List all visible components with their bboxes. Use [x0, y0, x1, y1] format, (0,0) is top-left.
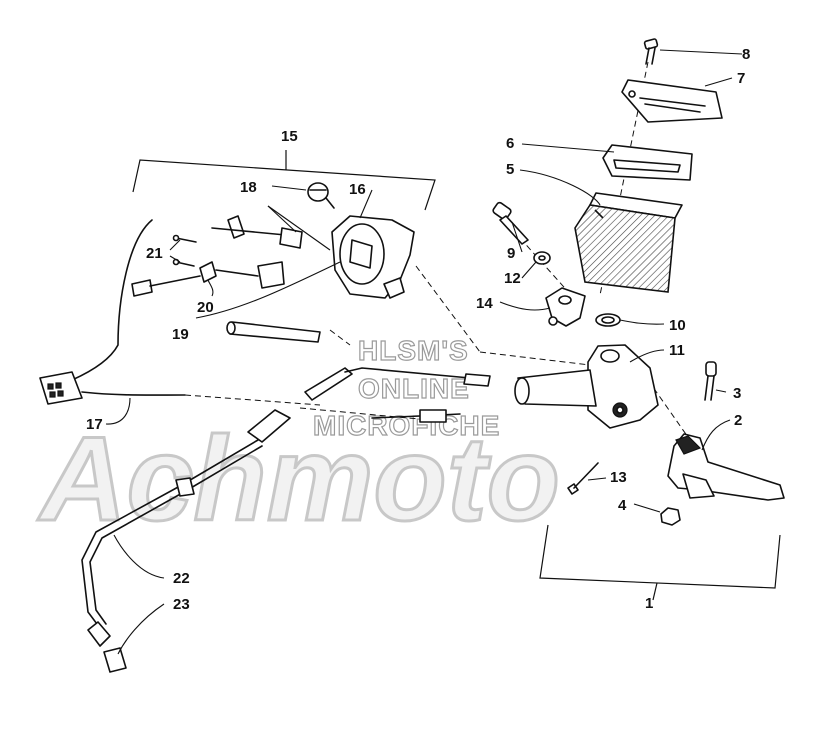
watermark-line-3: MICROFICHE — [313, 410, 500, 441]
callout-17: 17 — [86, 416, 103, 433]
callout-6: 6 — [506, 135, 514, 152]
part-21-screws — [172, 234, 197, 267]
part-3-pivot-bolt — [704, 361, 717, 401]
part-8-screw — [643, 38, 659, 65]
part-6-gasket — [602, 144, 693, 181]
callout-8: 8 — [742, 46, 750, 63]
part-16-switch-housing — [331, 215, 415, 299]
bracket-15 — [132, 159, 436, 211]
callout-13: 13 — [610, 469, 627, 486]
part-14-clamp — [545, 287, 586, 327]
callout-12: 12 — [504, 270, 521, 287]
callout-11: 11 — [669, 342, 685, 359]
part-17-harness — [39, 219, 186, 405]
part-4-nut — [660, 507, 681, 526]
callout-labels: 1 2 3 4 5 6 7 8 9 10 11 12 13 14 15 16 1… — [86, 46, 750, 613]
callout-19: 19 — [172, 326, 189, 343]
part-7-cover-plate — [621, 79, 723, 123]
callout-23: 23 — [173, 596, 190, 613]
part-18-button — [307, 182, 335, 209]
part-10-o-ring — [595, 313, 621, 327]
watermark-brand: Achmoto — [37, 412, 560, 546]
watermark-line-1: HLSM'S — [358, 335, 469, 366]
part-12-washer — [533, 251, 551, 265]
bracket-1 — [539, 524, 781, 589]
part-5-reservoir — [574, 192, 683, 293]
part-13-screw — [567, 462, 599, 495]
callout-20: 20 — [197, 299, 214, 316]
callout-2: 2 — [734, 412, 742, 429]
assembly-brackets — [132, 150, 781, 601]
leader-lines — [105, 49, 743, 655]
callout-21: 21 — [146, 245, 163, 262]
callout-1: 1 — [645, 595, 653, 612]
callout-3: 3 — [733, 385, 741, 402]
callout-7: 7 — [737, 70, 745, 87]
part-22-brake-line — [81, 409, 291, 629]
callout-22: 22 — [173, 570, 190, 587]
part-19-heat-shrink — [226, 321, 321, 343]
callout-18: 18 — [240, 179, 257, 196]
part-11-master-cylinder — [514, 344, 659, 429]
watermark-line-2: ONLINE — [358, 373, 470, 404]
part-switch-wiring — [131, 215, 303, 297]
callout-14: 14 — [476, 295, 493, 312]
callout-4: 4 — [618, 497, 627, 514]
callout-10: 10 — [669, 317, 686, 334]
part-throttle-cable — [304, 367, 491, 423]
callout-9: 9 — [507, 245, 515, 262]
part-23-banjo-fitting — [87, 621, 127, 673]
watermark: Achmoto HLSM'S ONLINE MICROFICHE — [36, 334, 562, 547]
part-2-brake-lever — [667, 433, 785, 501]
callout-5: 5 — [506, 161, 514, 178]
callout-16: 16 — [349, 181, 366, 198]
callout-15: 15 — [281, 128, 298, 145]
part-9-bolt — [492, 201, 529, 245]
